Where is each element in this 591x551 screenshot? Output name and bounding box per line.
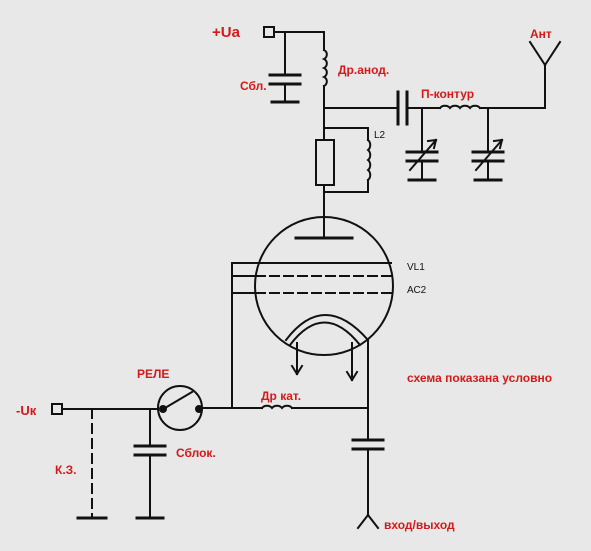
label-kz: К.З. <box>55 463 77 477</box>
tube-vl1 <box>231 216 394 441</box>
label-ac2: АС2 <box>407 285 427 296</box>
anode-coupling <box>323 90 441 126</box>
label-vl1: VL1 <box>407 262 425 273</box>
io-capacitor <box>351 438 385 530</box>
label-p-kontur: П-контур <box>421 87 474 101</box>
cathode-choke <box>231 404 369 410</box>
label-io: вход/выход <box>384 518 455 532</box>
relay-switch <box>157 385 233 431</box>
antenna-icon <box>528 40 562 67</box>
label-rele: РЕЛЕ <box>137 367 169 381</box>
p-contour <box>438 64 546 110</box>
sblok-capacitor <box>133 408 167 520</box>
uk-terminal <box>51 403 159 520</box>
label-dr-kat: Др кат. <box>261 389 301 403</box>
ua-terminal <box>263 26 325 38</box>
anode-choke <box>321 31 328 141</box>
tuning-capacitor-1 <box>405 107 439 182</box>
sbl-capacitor <box>268 31 302 104</box>
label-plus-ua: +Ua <box>212 24 241 41</box>
label-minus-uk: -Uк <box>16 403 37 418</box>
tuning-capacitor-2 <box>471 107 505 182</box>
label-l2: L2 <box>374 130 386 141</box>
label-dr-anod: Др.анод. <box>338 63 389 77</box>
label-sblok: Сблок. <box>176 446 216 460</box>
label-ant: Ант <box>530 27 552 41</box>
label-sbl: Сбл. <box>240 79 267 93</box>
label-note: схема показана условно <box>407 371 552 385</box>
parasitic-suppressor <box>315 127 372 239</box>
